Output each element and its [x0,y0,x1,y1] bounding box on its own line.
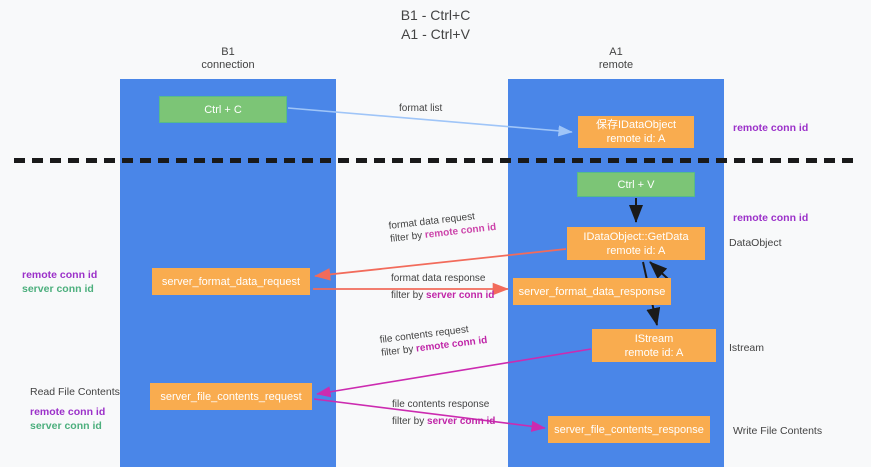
box-server-file-contents-response[interactable]: server_file_contents_response [548,416,710,443]
side-label-left-bot-server: server conn id [30,420,102,432]
box-save-idataobject[interactable]: 保存IDataObject remote id: A [578,116,694,148]
side-label-left-bottom: Read File Contents remote conn id server… [30,385,120,433]
side-label-dataobject: DataObject [729,236,782,250]
side-label-istream-text: Istream [729,342,765,354]
side-label-remote-conn-id-mid-text: remote conn id [733,212,809,224]
side-label-dataobject-text: DataObject [729,237,782,249]
box-server-format-data-request-label: server_format_data_request [161,275,301,288]
side-label-write-file-contents-text: Write File Contents [733,425,823,437]
column-header-a1: A1 remote [508,46,724,72]
box-server-file-contents-request-label: server_file_contents_request [160,390,302,403]
box-server-format-data-response-label: server_format_data_response [518,285,666,298]
label-format-list-text: format list [399,103,443,114]
side-label-left-mid: remote conn id server conn id [22,268,97,296]
box-save-idataobject-line2: remote id: A [606,133,666,145]
label-format-list: format list [399,102,442,115]
box-ctrl-c[interactable]: Ctrl + C [159,96,287,123]
arrow-response-to-getdata [649,261,669,280]
title-line-2: A1 - Ctrl+V [401,26,470,42]
label-format-data-response-filter-prefix: filter by [391,290,427,301]
label-file-contents-response-text: file contents response [392,399,490,410]
box-getdata-line2: remote id: A [606,244,666,257]
side-label-left-mid-server: server conn id [22,283,94,295]
side-label-left-bot-remote: remote conn id [30,406,106,418]
label-format-data-response-text: format data response [391,273,486,284]
arrow-file-contents-request [316,348,592,398]
page-title: B1 - Ctrl+C A1 - Ctrl+V [0,6,871,44]
side-label-read-file-contents: Read File Contents [30,386,120,398]
label-format-data-response: format data response filter by server co… [391,272,494,302]
arrow-format-list [287,107,573,137]
box-server-file-contents-request[interactable]: server_file_contents_request [150,383,312,410]
column-header-b1-name: B1 [221,46,235,58]
side-label-istream: Istream [729,341,764,355]
label-format-data-response-filter-key: server conn id [426,290,495,301]
box-istream-line1: IStream [634,332,674,345]
side-label-remote-conn-id-top: remote conn id [733,121,808,135]
side-label-remote-conn-id-top-text: remote conn id [733,122,809,134]
box-istream-line2: remote id: A [624,346,684,359]
label-file-contents-response-filter-key: server conn id [427,416,496,427]
box-server-format-data-response[interactable]: server_format_data_response [513,278,671,305]
title-line-1: B1 - Ctrl+C [400,7,471,23]
box-ctrl-v-label: Ctrl + V [617,178,655,191]
label-file-contents-response: file contents response filter by server … [392,398,495,428]
arrow-file-contents-response [313,398,546,432]
side-label-left-mid-remote: remote conn id [22,269,98,281]
box-istream[interactable]: IStream remote id: A [592,329,716,362]
column-header-b1-role: connection [201,59,255,71]
column-header-a1-role: remote [598,59,634,71]
side-label-remote-conn-id-mid: remote conn id [733,211,808,225]
arrow-format-data-request [314,248,567,281]
side-label-write-file-contents: Write File Contents [733,424,822,438]
box-ctrl-c-label: Ctrl + C [204,103,242,116]
column-header-b1: B1 connection [120,46,336,72]
column-header-a1-name: A1 [609,46,623,58]
box-ctrl-v[interactable]: Ctrl + V [577,172,695,197]
box-getdata-line1: IDataObject::GetData [583,230,689,243]
box-server-format-data-request[interactable]: server_format_data_request [152,268,310,295]
label-file-contents-response-filter-prefix: filter by [392,416,428,427]
box-server-file-contents-response-label: server_file_contents_response [554,423,704,436]
box-save-idataobject-line1: 保存IDataObject [595,119,677,131]
box-idataobject-getdata[interactable]: IDataObject::GetData remote id: A [567,227,705,260]
